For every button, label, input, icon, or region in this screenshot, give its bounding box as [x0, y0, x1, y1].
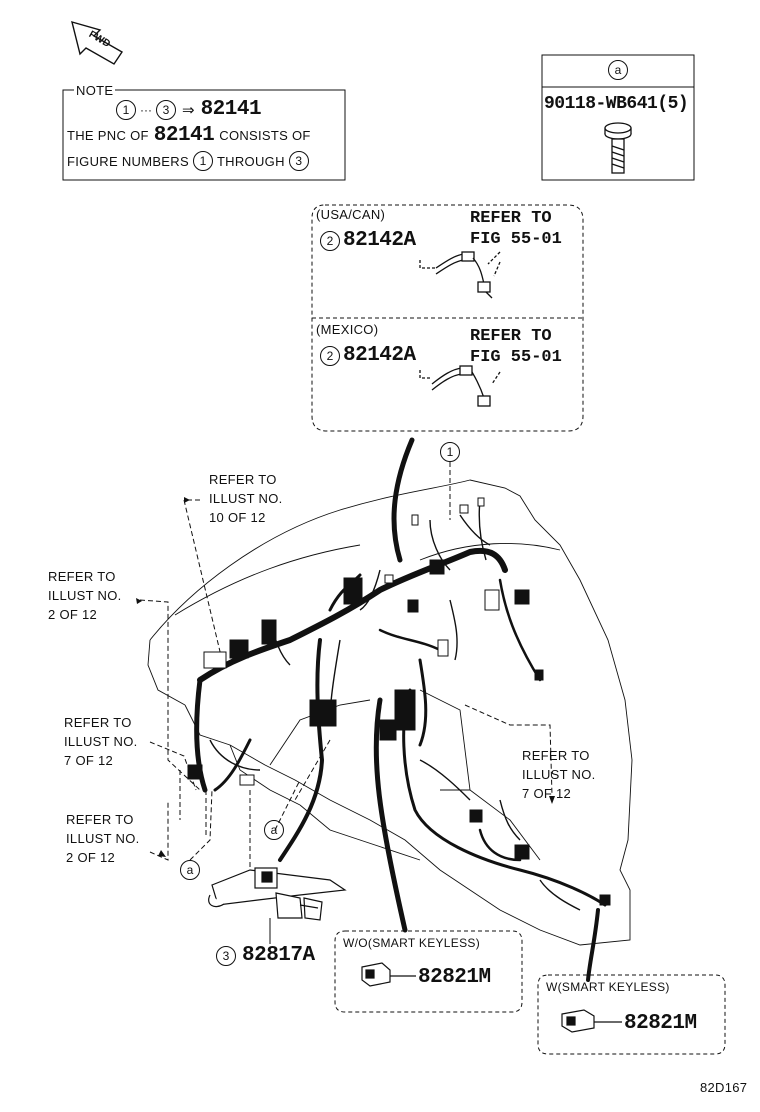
bracket-art — [208, 867, 347, 921]
bolt-callout-circle: a — [180, 860, 200, 880]
wo-smart-keyless-label: W/O(SMART KEYLESS) — [343, 936, 480, 950]
refer-fig-link[interactable]: FIG 55-01 — [470, 348, 562, 367]
w-smart-keyless-pnc: 82821M — [624, 1012, 697, 1035]
note-line2-pnc: 82141 — [153, 124, 215, 147]
fwd-arrow-icon — [71, 20, 123, 65]
note-title: NOTE — [74, 81, 116, 100]
note-range-pnc: 82141 — [200, 98, 262, 121]
note-line3-mid: THROUGH — [216, 153, 285, 169]
leader-arrow-icons — [136, 497, 555, 857]
sub-harness-mexico-art — [419, 365, 501, 407]
refer-line: REFER TO — [470, 327, 552, 346]
note-box-frame — [62, 89, 346, 181]
fig-number-circle: 3 — [288, 151, 309, 171]
illustration-code: 82D167 — [700, 1080, 748, 1095]
fig-number-circle: 2 — [320, 230, 340, 251]
inset-mex-pnc: 82142A — [343, 344, 416, 367]
note-range-line: 1 ··· 3 ⇒ 82141 — [116, 98, 262, 121]
note-line2: THE PNC OF 82141 CONSISTS OF — [67, 124, 311, 147]
range-arrow-icon: ⇒ — [182, 101, 195, 119]
fig-number-circle: 1 — [116, 99, 136, 120]
fig-number-circle: 3 — [156, 99, 176, 120]
bracket-part: 3 82817A — [216, 944, 315, 967]
w-smart-keyless-label: W(SMART KEYLESS) — [546, 980, 670, 994]
harness-connectors-art — [187, 497, 611, 906]
smart-keyless-frames — [334, 930, 726, 1055]
main-harness-art — [194, 437, 607, 982]
range-dots: ··· — [140, 102, 152, 117]
bracket-pnc: 82817A — [242, 944, 315, 967]
keyless-connector-icon-w — [561, 1009, 622, 1033]
inset-mex-region: (MEXICO) — [316, 322, 379, 337]
fig-number-circle: 3 — [216, 945, 236, 966]
note-line2-post: CONSISTS OF — [219, 128, 311, 143]
bolt-icon — [604, 122, 632, 174]
sub-harness-inset-frame — [311, 204, 584, 432]
main-harness-fig-circle: 1 — [440, 442, 460, 462]
refer-fig-link[interactable]: FIG 55-01 — [470, 230, 562, 249]
instrument-panel-outline — [147, 479, 633, 946]
sub-harness-usa-art — [419, 251, 501, 299]
bolt-part-number: 90118-WB641(5) — [544, 94, 689, 114]
bolt-box-frame — [541, 54, 695, 181]
keyless-connector-icon-wo — [361, 962, 416, 987]
inset-mex-part: 2 82142A — [320, 344, 416, 367]
inset-usa-refer: REFER TO FIG 55-01 — [470, 208, 562, 250]
refer-line: REFER TO — [470, 209, 552, 228]
inset-mex-refer: REFER TO FIG 55-01 — [470, 326, 562, 368]
bolt-callout-circle: a — [264, 820, 284, 840]
note-line3: FIGURE NUMBERS 1 THROUGH 3 — [67, 151, 309, 171]
wo-smart-keyless-pnc: 82821M — [418, 966, 491, 989]
bolt-key-circle: a — [608, 60, 628, 80]
inset-usa-part: 2 82142A — [320, 229, 416, 252]
inset-usa-region: (USA/CAN) — [316, 207, 386, 222]
fig-number-circle: 2 — [320, 345, 340, 366]
fig-number-circle: 1 — [192, 151, 213, 171]
inset-usa-pnc: 82142A — [343, 229, 416, 252]
note-line3-pre: FIGURE NUMBERS — [67, 153, 189, 169]
leader-lines — [139, 462, 553, 870]
note-line2-pre: THE PNC OF — [67, 128, 149, 143]
